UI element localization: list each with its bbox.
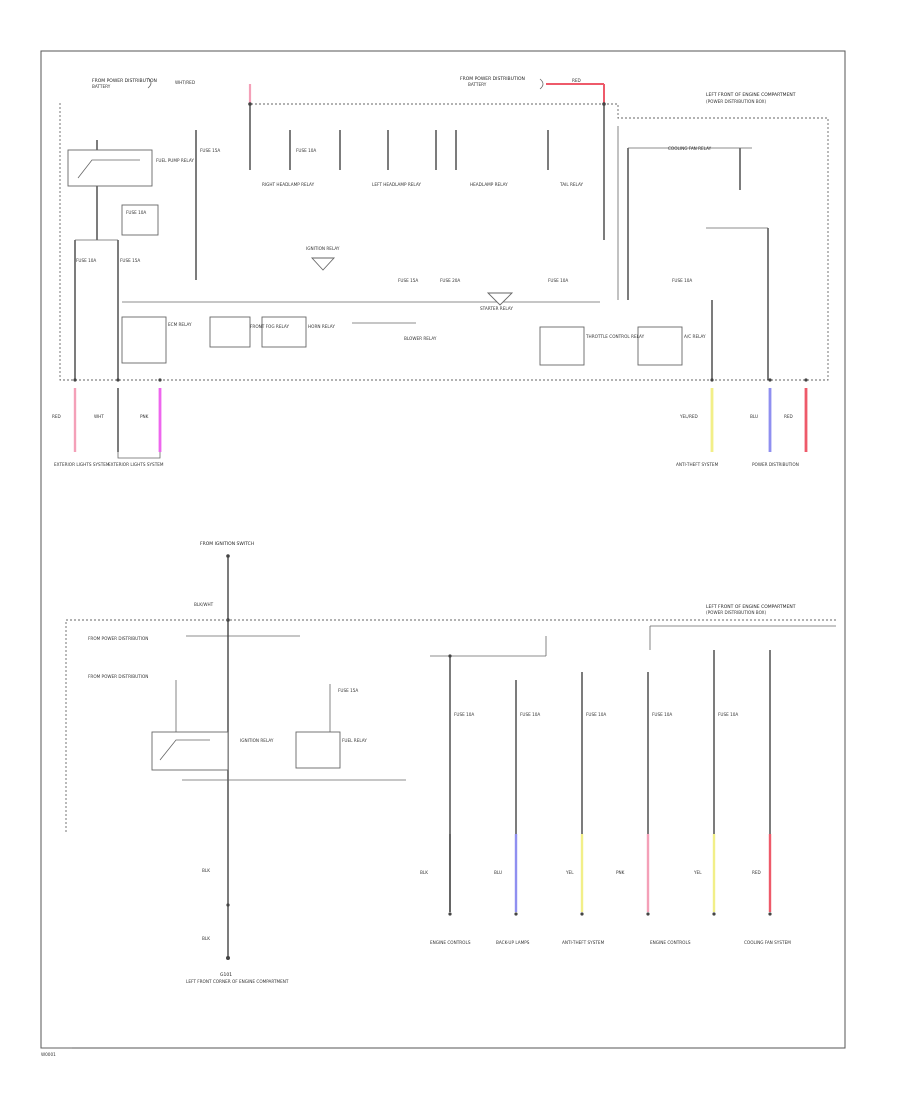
upper-output-target-4: ANTI-THEFT SYSTEM bbox=[676, 462, 719, 467]
lower-output-wire-label-1: BLK bbox=[420, 870, 428, 875]
lower-output-target-4: ENGINE CONTROLS bbox=[650, 940, 691, 945]
upper-diode-1 bbox=[310, 257, 336, 271]
lower-fuse-label-3: FUSE 10A bbox=[586, 712, 606, 717]
upper-fuse-label-1: FUSE 15A bbox=[200, 148, 220, 153]
ground-location: LEFT FRONT CORNER OF ENGINE COMPARTMENT bbox=[186, 979, 289, 984]
lower-ground-wire-label-1: BLK bbox=[202, 868, 210, 873]
lower-output-target-2: BACK-UP LAMPS bbox=[496, 940, 530, 945]
ground-label: G101 bbox=[220, 972, 232, 978]
upper-output-target-1: EXTERIOR LIGHTS SYSTEM bbox=[54, 462, 110, 467]
upper-source-left-connector-icon bbox=[147, 77, 152, 89]
upper-relay-box-1 bbox=[67, 149, 153, 187]
lower-fuse-label-2: FUSE 10A bbox=[520, 712, 540, 717]
upper-relay-label-8: HORN RELAY bbox=[308, 324, 335, 329]
upper-relay-label-13: STARTER RELAY bbox=[480, 306, 513, 311]
lower-output-wire-label-6: RED bbox=[752, 870, 761, 875]
upper-fuse-label-4: FUSE 15A bbox=[120, 258, 140, 263]
upper-output-target-2: EXTERIOR LIGHTS SYSTEM bbox=[108, 462, 164, 467]
lower-feed-label-1: FROM POWER DISTRIBUTION bbox=[88, 636, 148, 641]
lower-output-wire-label-5: YEL bbox=[693, 870, 702, 875]
upper-relay-label-5: HEADLAMP RELAY bbox=[470, 182, 508, 187]
lower-fuse-box-border bbox=[65, 619, 836, 832]
lower-fuse-label-5: FUSE 10A bbox=[718, 712, 738, 717]
lower-section: FROM IGNITION SWITCH BLK/WHT LEFT FRONT … bbox=[65, 541, 836, 984]
lower-feed-label-2: FROM POWER DISTRIBUTION bbox=[88, 674, 148, 679]
lower-output-target-6: COOLING FAN SYSTEM bbox=[744, 940, 791, 945]
lower-output-target-3: ANTI-THEFT SYSTEM bbox=[562, 940, 605, 945]
lower-panel-title-2: (POWER DISTRIBUTION BOX) bbox=[706, 610, 766, 615]
upper-fuse-label-9: FUSE 10A bbox=[126, 210, 146, 215]
upper-section: FROM POWER DISTRIBUTION BATTERY WHT/RED … bbox=[52, 76, 829, 467]
upper-output-wire-label-5: BLU bbox=[750, 414, 758, 419]
upper-output-wire-label-6: RED bbox=[784, 414, 793, 419]
upper-output-wire-label-4: YEL/RED bbox=[679, 414, 698, 419]
upper-fuse-label-2: FUSE 10A bbox=[296, 148, 316, 153]
upper-relay-label-7: FRONT FOG RELAY bbox=[250, 324, 289, 329]
upper-panel-title-2: (POWER DISTRIBUTION BOX) bbox=[706, 99, 766, 104]
upper-fuse-label-8: FUSE 10A bbox=[672, 278, 692, 283]
upper-fuse-label-6: FUSE 20A bbox=[440, 278, 460, 283]
lower-output-wire-label-4: PNK bbox=[616, 870, 625, 875]
upper-output-wire-label-1: RED bbox=[52, 414, 61, 419]
upper-relay-switch-1 bbox=[77, 159, 140, 179]
upper-relay-label-4: LEFT HEADLAMP RELAY bbox=[372, 182, 421, 187]
lower-panel-title: LEFT FRONT OF ENGINE COMPARTMENT bbox=[706, 604, 796, 610]
upper-source-right-label: FROM POWER DISTRIBUTION bbox=[460, 76, 525, 82]
lower-relay-label-1: IGNITION RELAY bbox=[240, 738, 274, 743]
lower-source-label: FROM IGNITION SWITCH bbox=[200, 541, 254, 547]
lower-fuse-label-4: FUSE 10A bbox=[652, 712, 672, 717]
upper-relay-label-9: IGNITION RELAY bbox=[306, 246, 340, 251]
upper-relay-label-14: COOLING FAN RELAY bbox=[668, 146, 712, 151]
upper-relay-box-4 bbox=[209, 316, 251, 348]
upper-fuse-box-border bbox=[59, 103, 829, 381]
lower-output-target-1: ENGINE CONTROLS bbox=[430, 940, 471, 945]
page-frame bbox=[40, 50, 846, 1049]
lower-source-wire-label: BLK/WHT bbox=[194, 602, 214, 607]
upper-fuse-label-5: FUSE 15A bbox=[398, 278, 418, 283]
upper-source-left-label: FROM POWER DISTRIBUTION bbox=[92, 78, 157, 84]
upper-fuse-label-3: FUSE 10A bbox=[76, 258, 96, 263]
upper-relay-label-12: BLOWER RELAY bbox=[404, 336, 437, 341]
upper-relay-box-2 bbox=[121, 204, 159, 236]
upper-relay-box-6 bbox=[539, 326, 585, 366]
upper-relay-box-5 bbox=[261, 316, 307, 348]
upper-fuse-label-7: FUSE 10A bbox=[548, 278, 568, 283]
upper-output-wire-label-3: PNK bbox=[140, 414, 149, 419]
lower-output-wire-label-2: BLU bbox=[494, 870, 502, 875]
upper-source-left-wire: WHT/RED bbox=[175, 80, 195, 85]
page-footer-label: W0001 bbox=[41, 1052, 56, 1057]
lower-output-wire-label-3: YEL bbox=[565, 870, 574, 875]
lower-relay-label-2: FUEL RELAY bbox=[342, 738, 367, 743]
upper-source-left-sub: BATTERY bbox=[92, 84, 111, 89]
upper-relay-label-10: THROTTLE CONTROL RELAY bbox=[585, 334, 645, 339]
upper-output-target-5: POWER DISTRIBUTION bbox=[752, 462, 799, 467]
upper-source-right-sub: BATTERY bbox=[468, 82, 487, 87]
upper-relay-box-7 bbox=[637, 326, 683, 366]
lower-ground-wire-label-2: BLK bbox=[202, 936, 210, 941]
upper-source-right-wire: RED bbox=[572, 78, 581, 83]
lower-relay-switch bbox=[159, 739, 210, 761]
upper-diode-2 bbox=[486, 292, 514, 306]
upper-relay-label-1: FUEL PUMP RELAY bbox=[156, 158, 194, 163]
upper-relay-label-3: RIGHT HEADLAMP RELAY bbox=[262, 182, 315, 187]
lower-fuse-label-1: FUSE 10A bbox=[454, 712, 474, 717]
upper-relay-label-6: TAIL RELAY bbox=[559, 182, 584, 187]
lower-ignition-relay-box bbox=[151, 731, 229, 771]
upper-relay-label-2: ECM RELAY bbox=[168, 322, 192, 327]
upper-panel-title: LEFT FRONT OF ENGINE COMPARTMENT bbox=[706, 92, 796, 98]
upper-relay-box-3 bbox=[121, 316, 167, 364]
upper-source-right-connector-icon bbox=[539, 78, 544, 90]
lower-fuse-label-6: FUSE 15A bbox=[338, 688, 358, 693]
lower-fuel-relay-box bbox=[295, 731, 341, 769]
upper-output-wire-label-2: WHT bbox=[94, 414, 104, 419]
upper-relay-label-11: A/C RELAY bbox=[684, 334, 706, 339]
